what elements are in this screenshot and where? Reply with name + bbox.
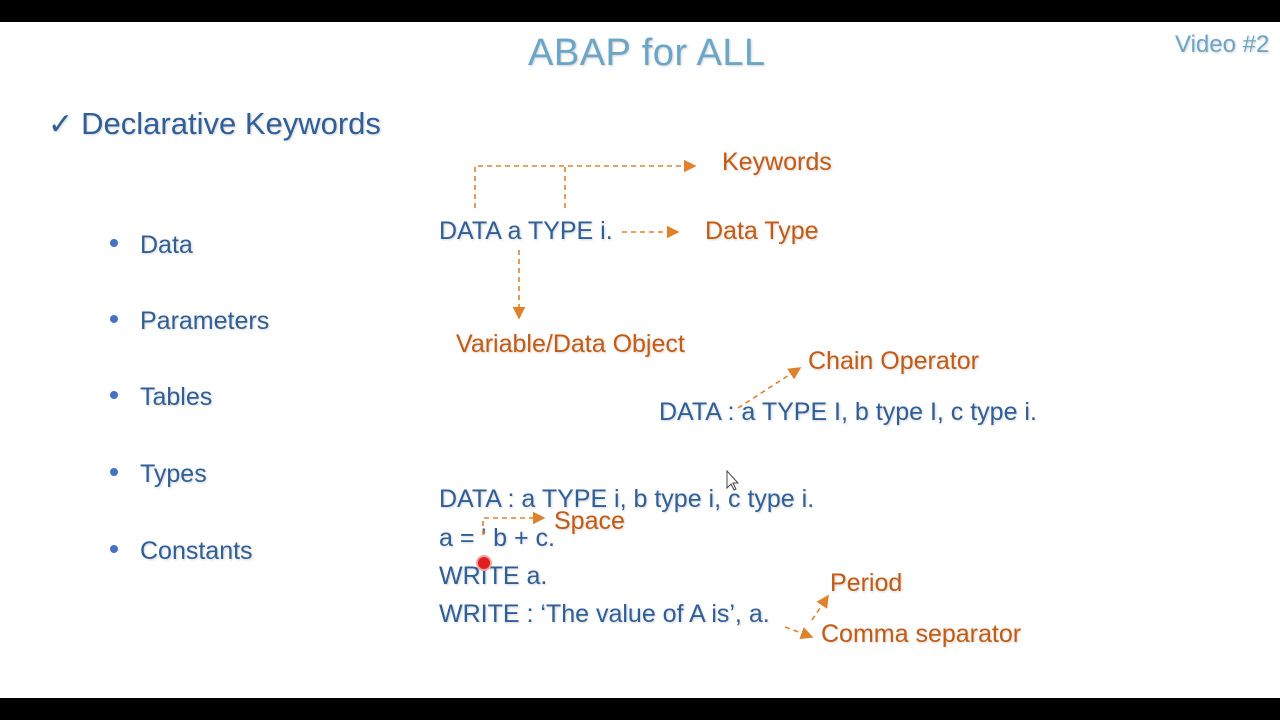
bullet-label: Types [140, 460, 207, 488]
space-arrow [482, 511, 546, 535]
period-arrow [811, 594, 829, 621]
bullet-dot-icon [110, 468, 118, 477]
chained-declaration-code: DATA : a TYPE I, b type I, c type i. [659, 398, 1037, 426]
keywords-arrow [474, 159, 697, 208]
code-line-1: DATA : a TYPE i, b type i, c type i. [439, 485, 815, 513]
bullet-item: Types [110, 460, 207, 489]
bullet-label: Constants [140, 537, 253, 565]
bullet-item: Parameters [110, 307, 269, 336]
mouse-cursor-icon [726, 469, 740, 491]
chain-operator-annotation: Chain Operator [808, 347, 979, 375]
bullet-label: Data [140, 231, 193, 259]
code-line-4: WRITE : ‘The value of A is’, a. [439, 600, 770, 628]
laser-pointer-icon [476, 555, 492, 571]
bullet-dot-icon [110, 545, 118, 554]
code-line-3: WRITE a. [439, 562, 548, 590]
keywords-annotation: Keywords [722, 148, 832, 176]
bullet-item: Data [110, 231, 193, 260]
bullet-dot-icon [110, 315, 118, 324]
checkmark-icon: ✓ [48, 108, 74, 141]
bullet-item: Constants [110, 537, 253, 566]
data-type-annotation: Data Type [705, 217, 819, 245]
slide-title: ABAP for ALL [528, 32, 766, 74]
top-letterbox [0, 0, 1280, 22]
period-annotation: Period [830, 569, 903, 597]
code-line-2: a = ' b + c. [439, 524, 555, 552]
comma-arrow [784, 626, 814, 640]
comma-separator-annotation: Comma separator [821, 620, 1022, 648]
chain-operator-arrow [737, 367, 802, 409]
bullet-label: Parameters [140, 307, 270, 335]
section-heading-text: Declarative Keywords [81, 106, 381, 141]
video-label: Video #2 [1175, 31, 1270, 58]
section-heading: ✓Declarative Keywords [48, 106, 381, 142]
bullet-label: Tables [140, 383, 213, 411]
space-annotation: Space [554, 507, 625, 535]
data-declaration-code: DATA a TYPE i. [439, 217, 613, 245]
bullet-dot-icon [110, 239, 118, 248]
bullet-dot-icon [110, 391, 118, 400]
bullet-item: Tables [110, 383, 212, 412]
bottom-letterbox [0, 698, 1280, 720]
variable-annotation: Variable/Data Object [456, 330, 685, 358]
